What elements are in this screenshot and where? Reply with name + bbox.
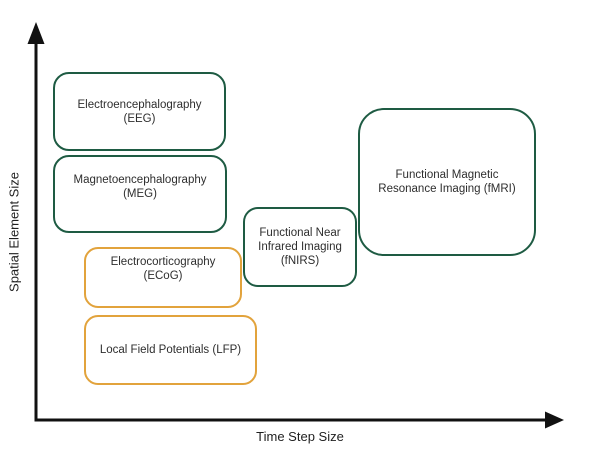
box-label-line: Infrared Imaging [258,241,342,253]
box-lfp: Local Field Potentials (LFP) [84,315,257,385]
box-label-line: (ECoG) [143,269,183,282]
y-axis-label: Spatial Element Size [6,172,22,292]
box-meg-label: Magnetoencephalography (MEG) [74,173,207,201]
box-label-line: (MEG) [123,188,157,200]
x-axis-arrowhead-icon [545,411,564,429]
box-fnirs-label: Functional Near Infrared Imaging (fNIRS) [258,226,342,268]
box-ecog-label: Electrocorticography (ECoG) [111,255,216,283]
box-label-line: Magnetoencephalography [73,174,207,186]
box-label-line: Local Field Potentials (LFP) [99,344,242,356]
box-label-line: Functional Magnetic [395,169,499,181]
box-lfp-label: Local Field Potentials (LFP) [100,343,241,357]
box-label-line: Electrocorticography [110,255,216,268]
box-label-line: (fNIRS) [280,255,320,267]
box-fmri: Functional Magnetic Resonance Imaging (f… [358,108,536,256]
box-eeg: Electroencephalography (EEG) [53,72,226,151]
box-fmri-label: Functional Magnetic Resonance Imaging (f… [378,168,515,196]
box-label-line: (EEG) [123,112,156,125]
box-label-line: Functional Near [259,227,341,239]
x-axis-label: Time Step Size [256,429,344,444]
box-fnirs: Functional Near Infrared Imaging (fNIRS) [243,207,357,287]
box-ecog: Electrocorticography (ECoG) [84,247,242,308]
box-label-line: Electroencephalography [77,98,202,111]
box-label-line: Resonance Imaging (fMRI) [378,183,516,195]
box-eeg-label: Electroencephalography (EEG) [77,98,201,126]
box-meg: Magnetoencephalography (MEG) [53,155,227,233]
y-axis-arrowhead-icon [27,22,45,44]
